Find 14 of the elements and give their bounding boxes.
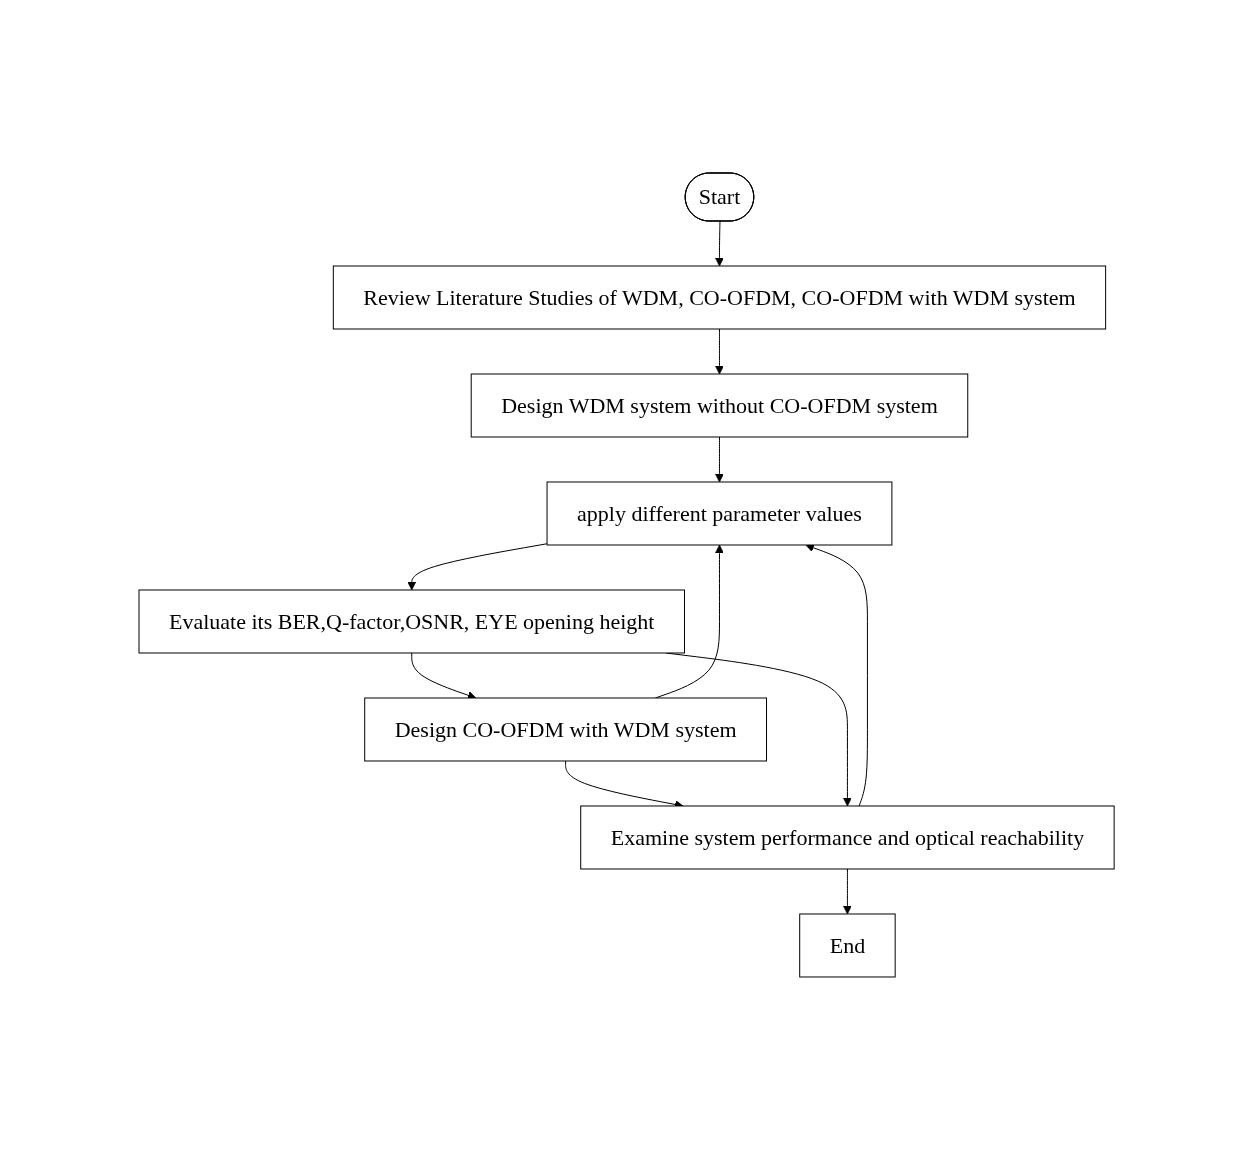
arrow bbox=[715, 436, 725, 482]
node-box: Review Literature Studies of WDM, CO-OFDM, CO-OFDM with WDM system bbox=[333, 265, 1107, 329]
node-box: Examine system performance and optical reachability bbox=[580, 805, 1116, 869]
node-box: Evaluate its BER,Q-factor,OSNR, EYE opening height bbox=[138, 589, 686, 653]
arrow bbox=[843, 868, 853, 914]
arrow bbox=[411, 652, 477, 699]
arrow bbox=[715, 328, 725, 374]
node-box: Design CO-OFDM with WDM system bbox=[364, 697, 768, 761]
node-box: End bbox=[799, 913, 897, 977]
arrow bbox=[715, 220, 725, 266]
node-box: Design WDM system without CO-OFDM system bbox=[471, 373, 969, 437]
node-box: apply different parameter values bbox=[546, 481, 893, 545]
arrow bbox=[407, 542, 548, 590]
arrow bbox=[805, 543, 869, 806]
